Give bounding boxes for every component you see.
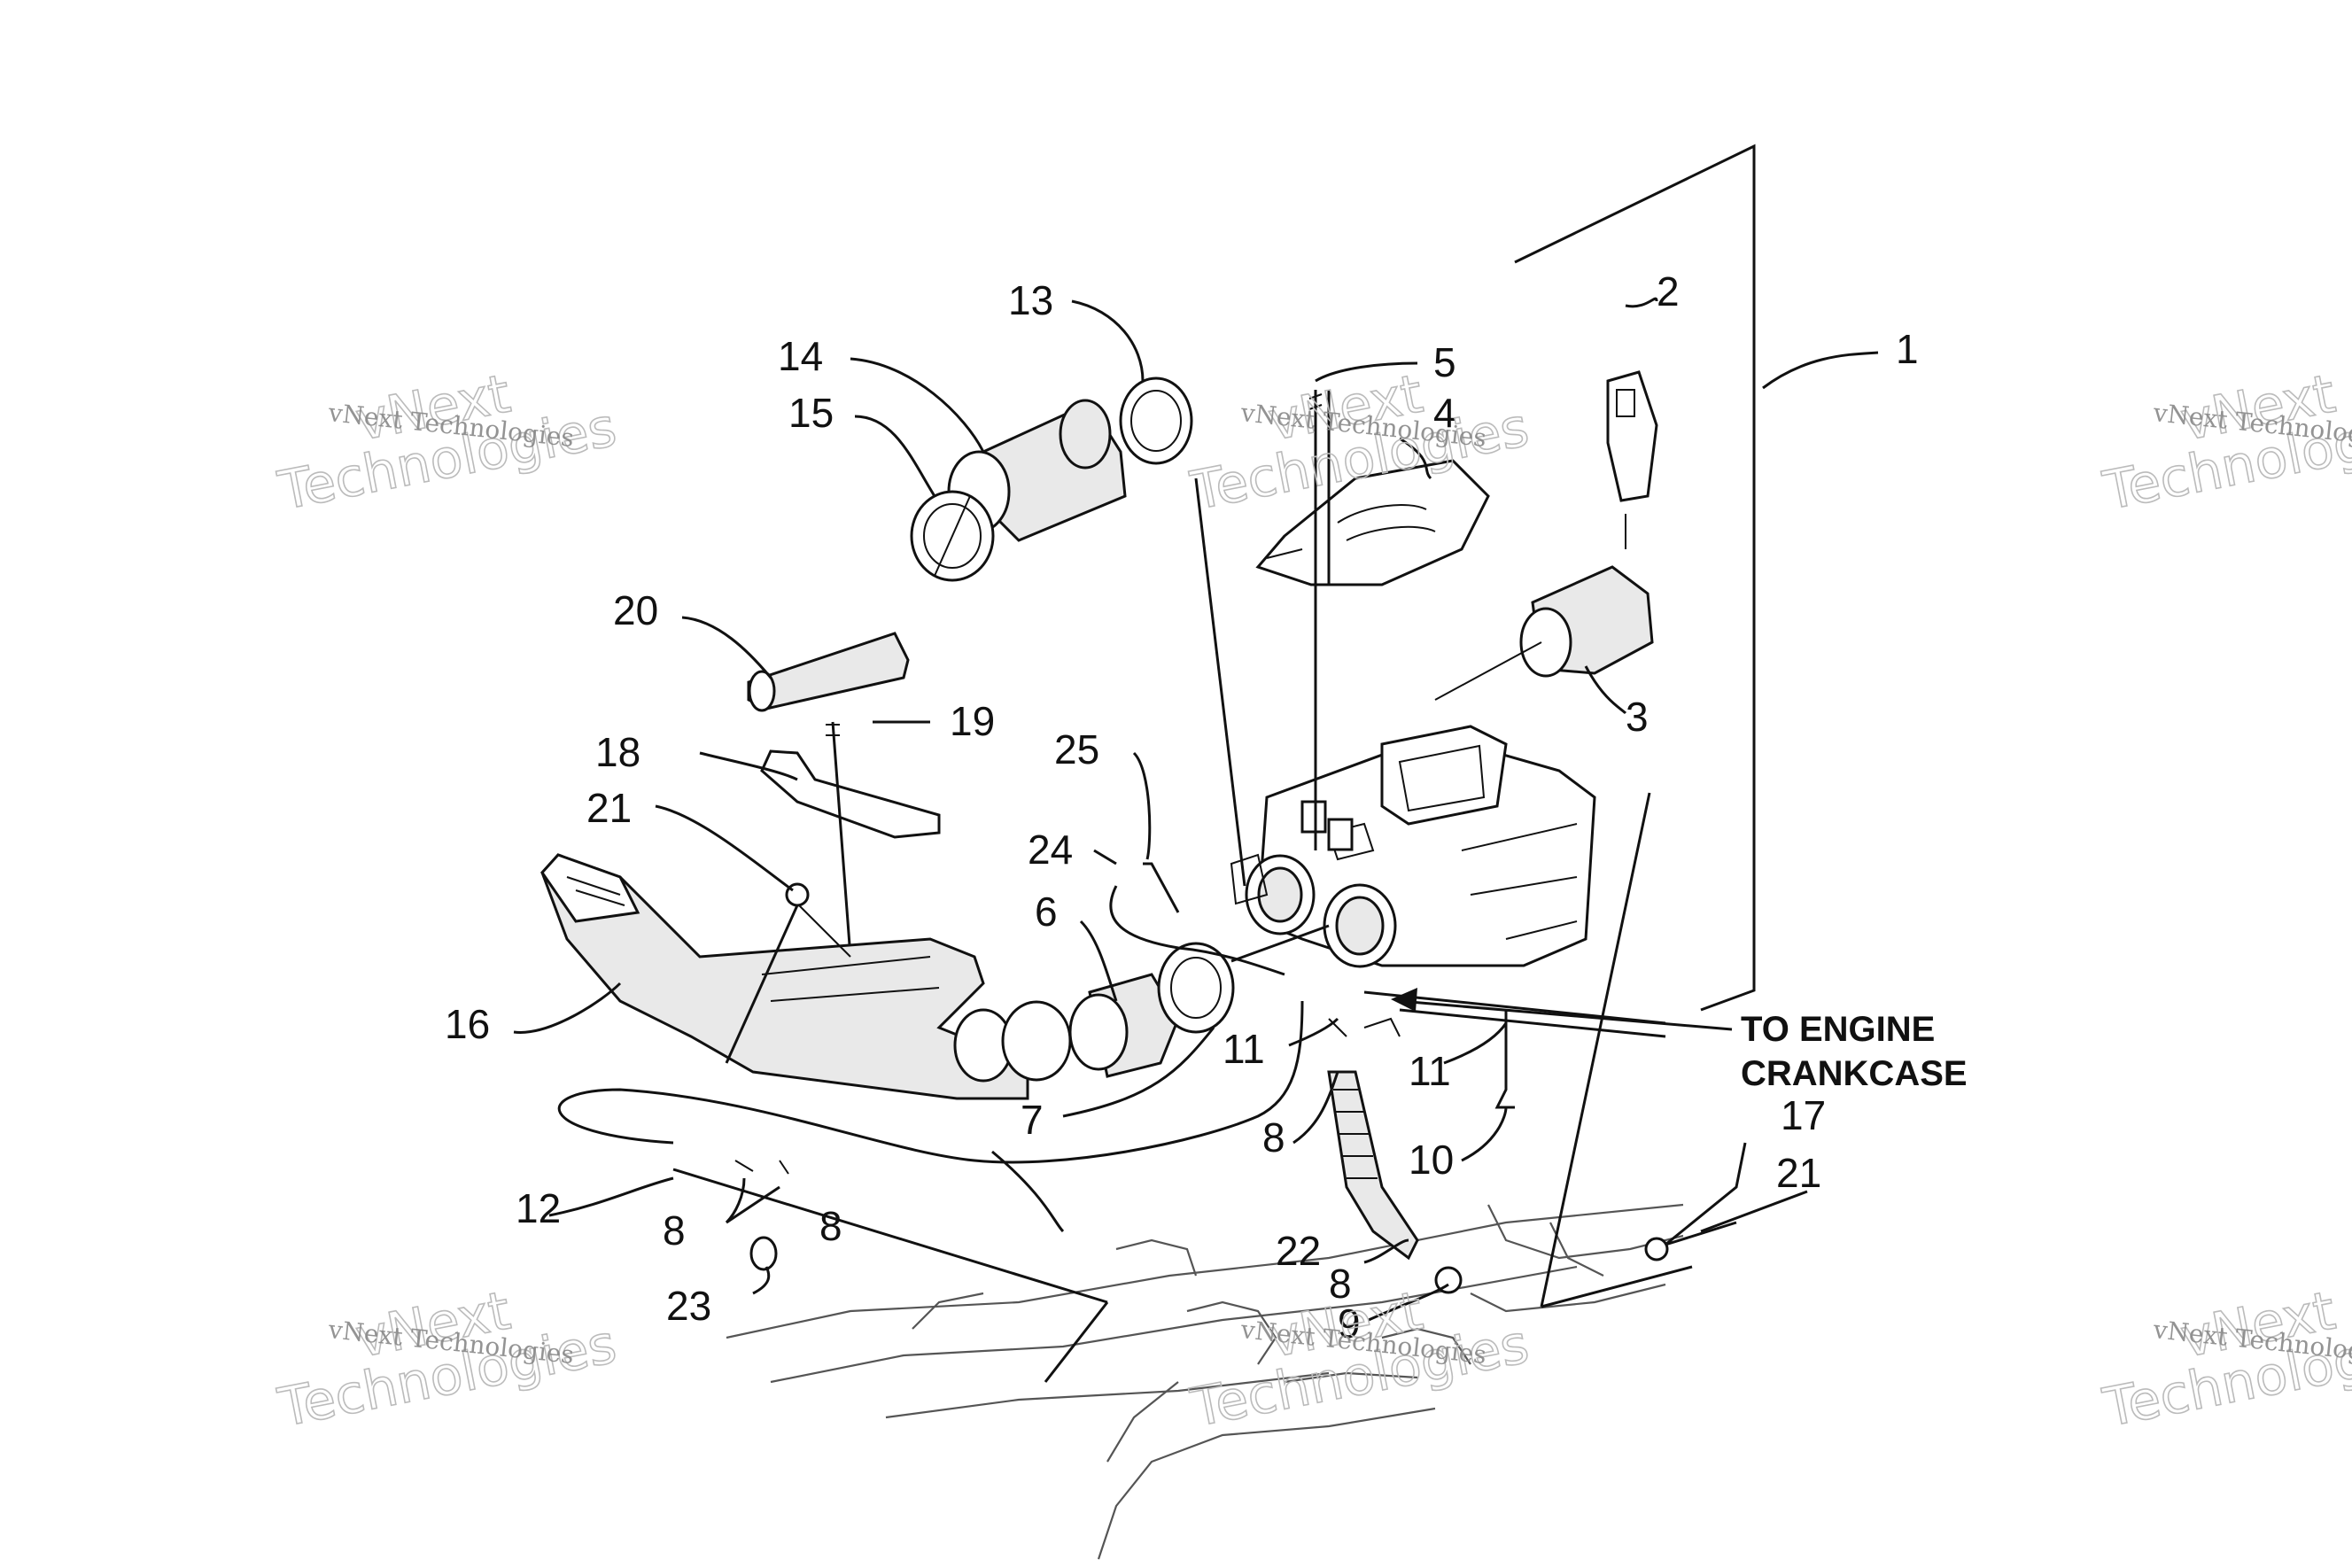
- callout-23: 23: [666, 1283, 711, 1329]
- callout-13: 13: [1008, 277, 1053, 323]
- callout-20: 20: [613, 587, 658, 633]
- callout-21b: 21: [1776, 1150, 1821, 1196]
- callout-10: 10: [1409, 1137, 1454, 1183]
- callout-8a: 8: [1262, 1114, 1285, 1160]
- callout-16: 16: [445, 1001, 490, 1047]
- callout-18: 18: [595, 729, 640, 775]
- callout-9: 9: [1338, 1300, 1361, 1347]
- callout-8d: 8: [1329, 1261, 1352, 1307]
- callout-5: 5: [1433, 339, 1456, 385]
- callout-2: 2: [1657, 268, 1680, 314]
- callout-12: 12: [516, 1185, 561, 1231]
- sleeve-part: [747, 632, 910, 712]
- engine-label-line1: TO ENGINE: [1741, 1010, 1935, 1049]
- engine-label-line2: CRANKCASE: [1741, 1054, 1968, 1093]
- callout-22: 22: [1276, 1228, 1321, 1274]
- callout-14: 14: [778, 333, 823, 379]
- callout-8c: 8: [819, 1203, 842, 1249]
- intake-tube: [910, 376, 1246, 887]
- strap-part: [760, 721, 941, 958]
- callout-25: 25: [1054, 726, 1099, 772]
- callout-15: 15: [788, 390, 834, 436]
- callout-24: 24: [1028, 827, 1073, 873]
- connector-part: [1606, 370, 1658, 549]
- callout-7: 7: [1021, 1097, 1044, 1143]
- mounting-panel: [1514, 144, 1756, 1308]
- spring-hose: [1327, 1070, 1419, 1261]
- callout-3: 3: [1626, 694, 1649, 740]
- callout-11a: 11: [1223, 1026, 1265, 1072]
- callout-6: 6: [1035, 889, 1058, 935]
- callouts: 1 2 3 4 5 6 7 8 8 8 8 9 10 11 11 12 13 1…: [445, 268, 1968, 1347]
- callout-11b: 11: [1409, 1048, 1451, 1094]
- intake-boots: [1001, 924, 1330, 1082]
- callout-8b: 8: [663, 1207, 686, 1254]
- callout-21a: 21: [586, 785, 632, 831]
- leader-lines: [513, 297, 1879, 1322]
- chassis-frame: [726, 1203, 1684, 1560]
- callout-1: 1: [1896, 326, 1919, 372]
- air-filter: [1434, 565, 1654, 701]
- airbox-body: [1230, 725, 1596, 968]
- callout-19: 19: [950, 698, 995, 744]
- intake-silencer: [540, 853, 1029, 1100]
- callout-4: 4: [1433, 390, 1456, 436]
- screw-part: [1308, 390, 1331, 850]
- callout-17: 17: [1781, 1092, 1826, 1138]
- hoses: [557, 862, 1304, 1383]
